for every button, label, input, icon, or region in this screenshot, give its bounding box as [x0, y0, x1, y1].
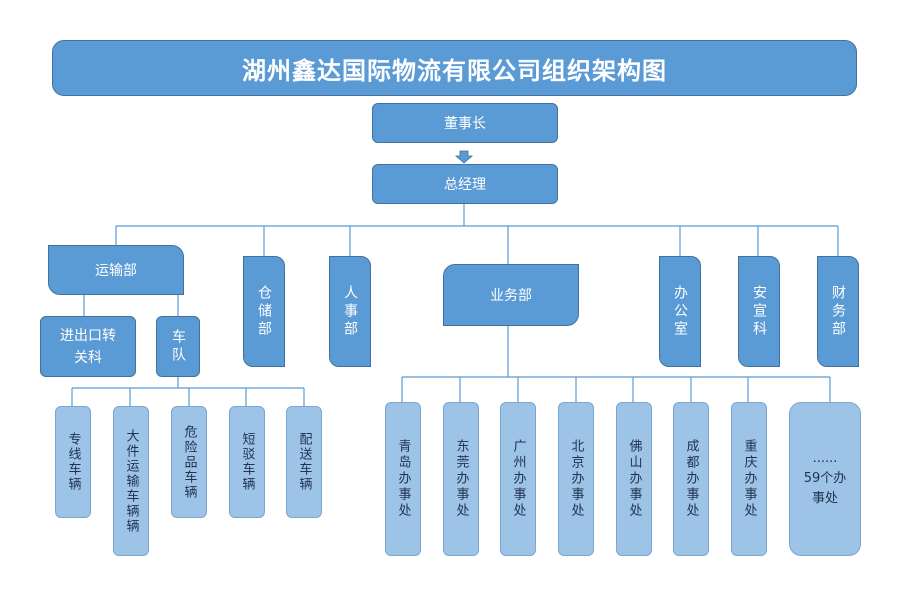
branch-office-node: 成都办事处 [673, 402, 709, 556]
down-arrow-icon [454, 150, 474, 164]
chairman-node: 董事长 [372, 103, 558, 143]
branch-office-node: 佛山办事处 [616, 402, 652, 556]
more-offices-label: 59个办事处 [803, 471, 847, 506]
publicity-dept-node: 安宣科 [738, 256, 780, 367]
fleet-vehicle-node: 配送车辆 [286, 406, 322, 518]
finance-dept-node: 财务部 [817, 256, 859, 367]
branch-office-node: 重庆办事处 [731, 402, 767, 556]
general-manager-node: 总经理 [372, 164, 558, 204]
warehouse-dept-node: 仓储部 [243, 256, 285, 367]
import-export-customs-node: 进出口转关科 [40, 316, 136, 377]
fleet-vehicle-node: 危险品车辆 [171, 406, 207, 518]
branch-office-node: 广州办事处 [500, 402, 536, 556]
hr-dept-node: 人事部 [329, 256, 371, 367]
business-dept-node: 业务部 [443, 264, 579, 326]
branch-office-node: 北京办事处 [558, 402, 594, 556]
fleet-vehicle-node: 短驳车辆 [229, 406, 265, 518]
transport-dept-node: 运输部 [48, 245, 184, 295]
fleet-node: 车队 [156, 316, 200, 377]
branch-office-node: 东莞办事处 [443, 402, 479, 556]
office-dept-node: 办公室 [659, 256, 701, 367]
more-offices-node: ...... 59个办事处 [789, 402, 861, 556]
fleet-vehicle-node: 专线车辆 [55, 406, 91, 518]
fleet-vehicle-node: 大件运输车辆辆 [113, 406, 149, 556]
chart-title: 湖州鑫达国际物流有限公司组织架构图 [52, 40, 857, 96]
more-offices-ellipsis: ...... [812, 451, 838, 466]
branch-office-node: 青岛办事处 [385, 402, 421, 556]
